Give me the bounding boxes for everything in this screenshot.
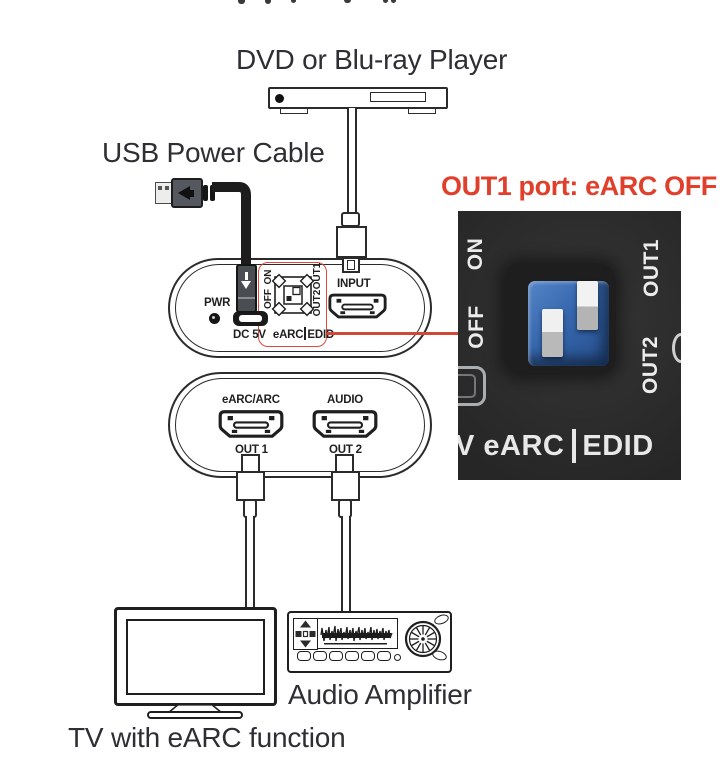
amp-button: [345, 651, 359, 661]
out1-hdmi-port: [218, 410, 284, 438]
usb-cable-label: USB Power Cable: [102, 137, 325, 168]
photo-earc-edid-divider: [572, 429, 577, 463]
usb-a-shell-notch: [158, 186, 162, 190]
usb-strain-rib: [210, 185, 215, 201]
photo-earc-edid-label: V eARC EDID: [458, 429, 654, 463]
earc-arc-label: eARC/ARC: [222, 394, 280, 406]
cropped-text-fragment: [291, 0, 296, 3]
amp-button: [361, 651, 375, 661]
photo-on-label: ON: [464, 237, 487, 271]
hdmi-plug-input-tip: [342, 257, 360, 273]
dc5v-label: DC 5V: [233, 329, 266, 341]
amp-button: [313, 651, 327, 661]
micro-usb-symbol-arrow: [241, 281, 251, 289]
photo-micro-usb-partial: [458, 366, 486, 406]
callout-line: [327, 332, 458, 335]
audio-label: AUDIO: [327, 394, 364, 406]
photo-micro-usb-inner: [458, 374, 476, 398]
hdmi-cable-amp: [341, 516, 351, 614]
cropped-text-fragment: [391, 0, 396, 3]
amp-button: [377, 651, 391, 661]
hdmi-cable-player: [347, 108, 357, 214]
usb-power-port-slot: [239, 315, 262, 322]
photo-out2-label: OUT2: [639, 336, 662, 395]
photo-edge-oval-partial: [672, 333, 681, 363]
hdmi-plug-out2-body: [331, 471, 360, 501]
amplifier-label: Audio Amplifier: [288, 679, 472, 710]
switch-off-label: OFF: [263, 289, 274, 309]
amp-button-row: [297, 651, 391, 661]
dip-slider-out2: [542, 309, 563, 357]
dip-switch-symbol: [271, 273, 315, 317]
tv-stand-base: [147, 711, 243, 719]
dip-switch-highlight-box: [258, 262, 327, 347]
switch-out2-label: OUT2: [312, 289, 323, 317]
earc-edid-divider: [304, 327, 307, 340]
player-disc-tray: [370, 92, 426, 102]
tv-label: TV with eARC function: [68, 722, 346, 753]
micro-usb-symbol-stem: [245, 272, 248, 280]
photo-off-label: OFF: [465, 305, 488, 349]
usb-strain-rib: [203, 185, 208, 201]
edid-label: EDID: [307, 329, 335, 341]
cropped-text-fragment: [383, 0, 388, 3]
photo-out1-label: OUT1: [640, 239, 663, 298]
photo-v-earc-text: V eARC: [458, 429, 565, 462]
power-led-glint: [212, 316, 215, 319]
input-hdmi-port: [328, 293, 387, 319]
extractor-bottom-inner-line: [175, 378, 425, 472]
usb-power-cable-bend: [212, 182, 251, 271]
hdmi-plug-out1-body: [236, 471, 265, 501]
earc-label: eARC: [272, 329, 304, 341]
amp-waveform: [320, 625, 393, 645]
usb-symbol-bar: [190, 190, 194, 197]
player-label: DVD or Blu-ray Player: [236, 44, 508, 75]
callout-title: OUT1 port: eARC OFF: [441, 171, 717, 201]
usb-a-shell-notch: [165, 186, 169, 190]
out1-port-label: OUT 1: [235, 444, 268, 456]
photo-edid-text: EDID: [582, 429, 654, 462]
dip-slider-out1: [577, 281, 598, 330]
input-label: INPUT: [337, 278, 371, 290]
switch-on-label: ON: [263, 269, 274, 285]
cropped-text-fragment: [238, 0, 245, 4]
amp-button: [329, 651, 343, 661]
amp-volume-knob: [404, 620, 442, 658]
amp-small-circle: [394, 654, 401, 661]
amp-dpad-icon: [295, 620, 316, 648]
hdmi-plug-input-body: [336, 226, 367, 258]
switch-out1-label: OUT1: [312, 262, 323, 290]
out2-hdmi-port: [312, 410, 378, 438]
hdmi-plug-input-neck: [341, 212, 360, 227]
amp-button: [297, 651, 311, 661]
tv-screen: [126, 619, 265, 695]
cropped-text-fragment: [265, 0, 271, 4]
usb-symbol-icon: [178, 186, 190, 200]
player-power-dot: [275, 94, 284, 103]
hdmi-plug-input-tip-detail: [347, 260, 355, 270]
cropped-text-fragment: [344, 0, 351, 3]
out2-port-label: OUT 2: [329, 444, 362, 456]
pwr-label: PWR: [204, 297, 231, 309]
hdmi-cable-tv: [245, 516, 255, 610]
micro-usb-plug-seam: [238, 297, 255, 299]
dip-switch-photo-inset: ON OFF OUT1 OUT2 V eARC EDID: [458, 211, 681, 480]
